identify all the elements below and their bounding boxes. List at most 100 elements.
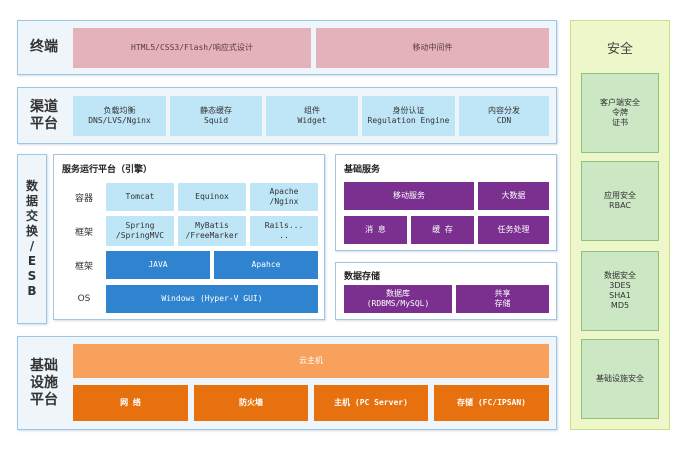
container-equinox-box: Equinox [178,183,246,211]
esb-char: 交 [25,209,38,223]
cloud-host-text: 云主机 [299,356,323,365]
security-data-text: SHA1 [609,291,631,300]
storage-database-text: (RDBMS/MySQL) [366,299,430,308]
channel-item-title: 负载均衡 [103,106,136,115]
runtime-platform-title: 服务运行平台（引擎） [62,165,153,175]
infrastructure-row: 基础 设施 平台 云主机 网 络 防火墙 主机 (PC Server) 存储 (… [17,336,557,430]
infra-host-box: 主机 (PC Server) [314,385,428,421]
security-title: 安全 [606,41,633,57]
framework-mybatis-text: MyBatis [195,221,229,230]
framework-mybatis-box: MyBatis /FreeMarker [178,216,246,246]
esb-label-box: 数 据 交 换 / E S B [17,154,47,324]
infrastructure-label: 基础 设施 平台 [18,337,70,429]
channel-cdn-box: 内容分发 CDN [459,96,549,136]
security-client-text: 证书 [612,118,628,127]
terminal-row: 终端 HTML5/CSS3/Flash/响应式设计 移动中间件 [17,20,557,75]
framework-rails-text: Rails... [264,221,304,230]
channel-item-sub: Regulation Engine [367,116,450,125]
infra-storage-box: 存储 (FC/IPSAN) [434,385,549,421]
container-apache-box: Apache /Nginx [250,183,318,211]
esb-char: E [27,254,37,268]
service-mobile-box: 移动服务 [344,182,474,210]
storage-database-text: 数据库 [386,289,410,298]
runtime-row-label: 容器 [74,193,93,204]
service-bigdata-text: 大数据 [501,191,526,200]
security-client-box: 客户端安全 令牌 证书 [581,73,659,153]
runtime-row-label: OS [77,294,91,304]
esb-char: 换 [25,224,38,238]
language-apahce-text: Apahce [251,260,281,269]
channel-item-title: 身份认证 [392,106,425,115]
container-equinox-text: Equinox [195,192,229,201]
security-app-text: 应用安全 [604,191,636,200]
security-client-text: 令牌 [612,108,628,117]
language-java-text: JAVA [148,260,168,269]
container-apache-text: /Nginx [269,197,299,206]
channel-item-sub: CDN [496,116,512,125]
infra-label-line: 设施 [30,374,58,391]
security-client-text: 客户端安全 [600,98,640,107]
infra-network-text: 网 络 [120,398,141,407]
channel-load-balance-box: 负载均衡 DNS/LVS/Nginx [73,96,166,136]
container-tomcat-text: Tomcat [125,192,155,201]
channel-item-title: 组件 [304,106,320,115]
channel-label-line2: 平台 [30,115,58,132]
framework-mybatis-text: /FreeMarker [185,231,239,240]
terminal-mobile-middleware-text: 移动中间件 [412,43,453,52]
infra-storage-text: 存储 (FC/IPSAN) [457,398,526,407]
infra-label-line: 基础 [30,357,58,374]
terminal-mobile-middleware-box: 移动中间件 [316,28,549,68]
service-cache-text: 缓 存 [432,225,453,234]
runtime-row-label: 框架 [74,261,93,272]
infra-host-text: 主机 (PC Server) [334,398,408,407]
channel-label-line1: 渠道 [30,98,58,115]
storage-shared-box: 共享 存储 [456,285,549,313]
terminal-html5-text: HTML5/CSS3/Flash/响应式设计 [131,43,253,52]
channel-item-title: 内容分发 [488,106,520,115]
channel-item-sub: DNS/LVS/Nginx [88,116,151,125]
basic-services-panel: 基础服务 移动服务 大数据 消 息 缓 存 任务处理 [335,154,557,251]
cloud-host-box: 云主机 [73,344,549,378]
storage-shared-text: 存储 [494,299,511,308]
channel-item-sub: Squid [203,116,229,125]
security-app-text: RBAC [609,201,631,210]
service-cache-box: 缓 存 [411,216,474,244]
data-storage-panel: 数据存储 数据库 (RDBMS/MySQL) 共享 存储 [335,262,557,320]
framework-spring-text: Spring [125,221,155,230]
security-column: 安全 客户端安全 令牌 证书 应用安全 RBAC 数据安全 3DES SHA1 … [570,20,670,430]
channel-static-cache-box: 静态缓存 Squid [170,96,262,136]
container-tomcat-box: Tomcat [106,183,174,211]
security-data-text: MD5 [610,301,630,310]
infra-network-box: 网 络 [73,385,188,421]
channel-item-title: 静态缓存 [200,106,232,115]
infra-firewall-box: 防火墙 [194,385,308,421]
esb-char: / [29,239,35,253]
service-mobile-text: 移动服务 [393,191,425,200]
channel-auth-box: 身份认证 Regulation Engine [362,96,455,136]
os-windows-box: Windows (Hyper-V GUI) [106,285,318,313]
infra-firewall-text: 防火墙 [239,398,263,407]
channel-item-sub: Widget [297,116,327,125]
channel-platform-label: 渠道 平台 [18,88,70,143]
service-task-text: 任务处理 [497,225,530,234]
security-infra-box: 基础设施安全 [581,339,659,419]
runtime-row-label: 框架 [74,227,93,238]
runtime-platform-panel: 服务运行平台（引擎） 容器 Tomcat Equinox Apache /Ngi… [53,154,325,320]
terminal-html5-box: HTML5/CSS3/Flash/响应式设计 [73,28,311,68]
esb-char: S [27,269,37,283]
framework-spring-text: /SpringMVC [115,231,165,240]
framework-spring-box: Spring /SpringMVC [106,216,174,246]
infra-label-line: 平台 [30,391,58,408]
security-data-text: 数据安全 [604,271,636,280]
storage-shared-text: 共享 [494,289,511,298]
framework-rails-box: Rails... .. [250,216,318,246]
channel-widget-box: 组件 Widget [266,96,358,136]
security-data-box: 数据安全 3DES SHA1 MD5 [581,251,659,331]
service-message-text: 消 息 [365,225,386,234]
framework-rails-text: .. [279,231,289,240]
service-bigdata-box: 大数据 [478,182,549,210]
security-data-text: 3DES [609,281,631,290]
language-apahce-box: Apahce [214,251,318,279]
service-message-box: 消 息 [344,216,407,244]
storage-database-box: 数据库 (RDBMS/MySQL) [344,285,452,313]
